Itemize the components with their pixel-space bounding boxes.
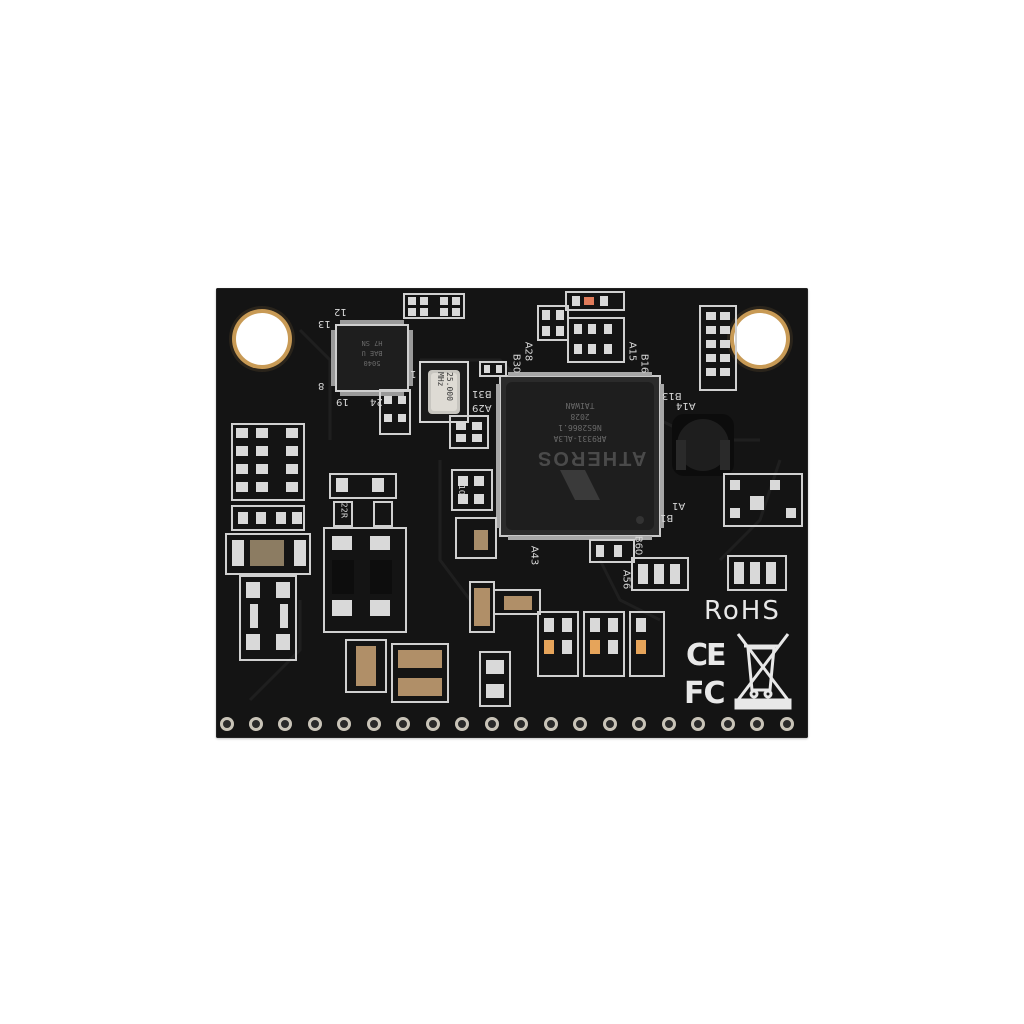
label-b60: B60 (632, 535, 644, 556)
crystal-line: MHz (436, 372, 445, 387)
label-a1: A1 (672, 500, 686, 511)
header-pin (455, 717, 469, 731)
label-b31: B31 (472, 388, 492, 399)
header-pin (396, 717, 410, 731)
label-a56: A56 (620, 569, 632, 590)
header-pin (485, 717, 499, 731)
small-chip-line: BAE U (361, 349, 383, 357)
header-pin (308, 717, 322, 731)
label-pin13: 13 (318, 318, 331, 329)
header-pin (249, 717, 263, 731)
rohs-mark: RoHS (704, 596, 781, 626)
label-a15: A15 (626, 341, 638, 362)
label-b1: B1 (660, 512, 674, 523)
header-pin (337, 717, 351, 731)
header-pin (750, 717, 764, 731)
header-pin (544, 717, 558, 731)
main-chip-line: TAIWAN (565, 401, 595, 410)
main-chip-text: AR9331-AL3A N6S2866.1 2028 TAIWAN (540, 400, 620, 444)
label-pin12: 12 (334, 306, 347, 317)
label-a28: A28 (522, 341, 534, 362)
crystal-text: 25.000 MHz (436, 372, 454, 406)
small-chip-text: 5040 BAE U H7 SN (346, 338, 398, 368)
crystal-line: 25.000 (445, 372, 454, 401)
header-pins (218, 712, 808, 738)
main-chip-line: AR9331-AL3A (553, 434, 607, 443)
label-pin1: 1 (410, 368, 417, 379)
header-pin (278, 717, 292, 731)
main-chip-line: 2028 (570, 412, 590, 421)
main-chip (496, 372, 664, 540)
header-pin (426, 717, 440, 731)
mounting-hole-right (734, 313, 786, 365)
label-r22: 22R (339, 502, 349, 519)
label-pin24: 24 (370, 396, 383, 407)
weee-bin-icon (734, 633, 792, 710)
header-pin (367, 717, 381, 731)
main-chip-line: N6S2866.1 (558, 423, 602, 432)
label-b16: B16 (638, 353, 650, 374)
label-a29: A29 (472, 402, 492, 413)
inductor (672, 414, 734, 476)
label-r10k: 10K (457, 484, 467, 501)
header-pin (721, 717, 735, 731)
label-a14: A14 (676, 400, 696, 411)
label-b30: B30 (510, 353, 522, 374)
label-pin9: 9 (410, 306, 417, 317)
label-pin19: 19 (336, 396, 349, 407)
ce-mark: CE (686, 638, 726, 673)
label-pin8: 8 (318, 380, 325, 391)
header-pin (780, 717, 794, 731)
header-pin (662, 717, 676, 731)
header-pin (691, 717, 705, 731)
crystal (419, 361, 469, 423)
header-pin (603, 717, 617, 731)
mounting-hole-left (236, 313, 288, 365)
header-pin (632, 717, 646, 731)
fcc-mark: FC (684, 676, 726, 711)
small-chip-line: 5040 (363, 359, 381, 367)
header-pin (573, 717, 587, 731)
header-pin (220, 717, 234, 731)
small-chip-line: H7 SN (361, 339, 383, 347)
label-a43: A43 (528, 545, 540, 566)
header-pin (514, 717, 528, 731)
small-chip (331, 320, 413, 396)
main-chip-brand: ATHEROS (536, 447, 647, 469)
